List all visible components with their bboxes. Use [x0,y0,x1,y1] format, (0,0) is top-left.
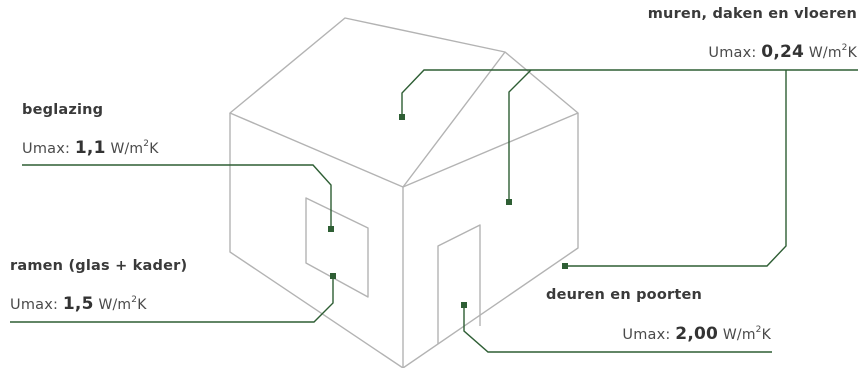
umax-unit: W/m2K [110,139,159,158]
umax-prefix: Umax: [622,327,671,343]
leader-lines [10,69,858,353]
label-muren-umax: Umax: 0,24 W/m2K [708,42,857,62]
marker-deuren [461,302,467,308]
umax-unit: W/m2K [808,43,857,62]
label-beglazing-umax: Umax: 1,1 W/m2K [22,138,159,158]
label-deuren-umax: Umax: 2,00 W/m2K [622,324,771,344]
marker-dots [328,114,568,308]
label-ramen-umax: Umax: 1,5 W/m2K [10,294,147,314]
umax-prefix: Umax: [708,45,757,61]
label-ramen-title: ramen (glas + kader) [10,258,188,274]
door [437,224,481,344]
label-deuren-title: deuren en poorten [546,287,703,303]
label-muren-title: muren, daken en vloeren [647,6,857,22]
leader-roof [401,69,858,117]
umax-value: 0,24 [761,42,805,62]
umax-unit: W/m2K [722,325,771,344]
window [305,197,369,298]
leader-wall-corner [565,70,787,267]
leader-deuren [463,305,772,353]
marker-wall [506,199,512,205]
leader-beglazing [22,164,332,229]
wall-left [229,113,404,368]
umax-prefix: Umax: [10,297,59,313]
marker-ramen [330,273,336,279]
wall-right [402,113,579,368]
umax-unit: W/m2K [98,295,147,314]
marker-wall-corner [562,263,568,269]
leader-ramen [10,276,334,323]
leader-wall [508,69,532,202]
umax-value: 1,1 [74,138,106,158]
umax-value: 2,00 [675,324,719,344]
umax-prefix: Umax: [22,141,71,157]
marker-beglazing [328,226,334,232]
umax-value: 1,5 [62,294,94,314]
marker-roof [399,114,405,120]
label-beglazing-title: beglazing [22,102,104,118]
